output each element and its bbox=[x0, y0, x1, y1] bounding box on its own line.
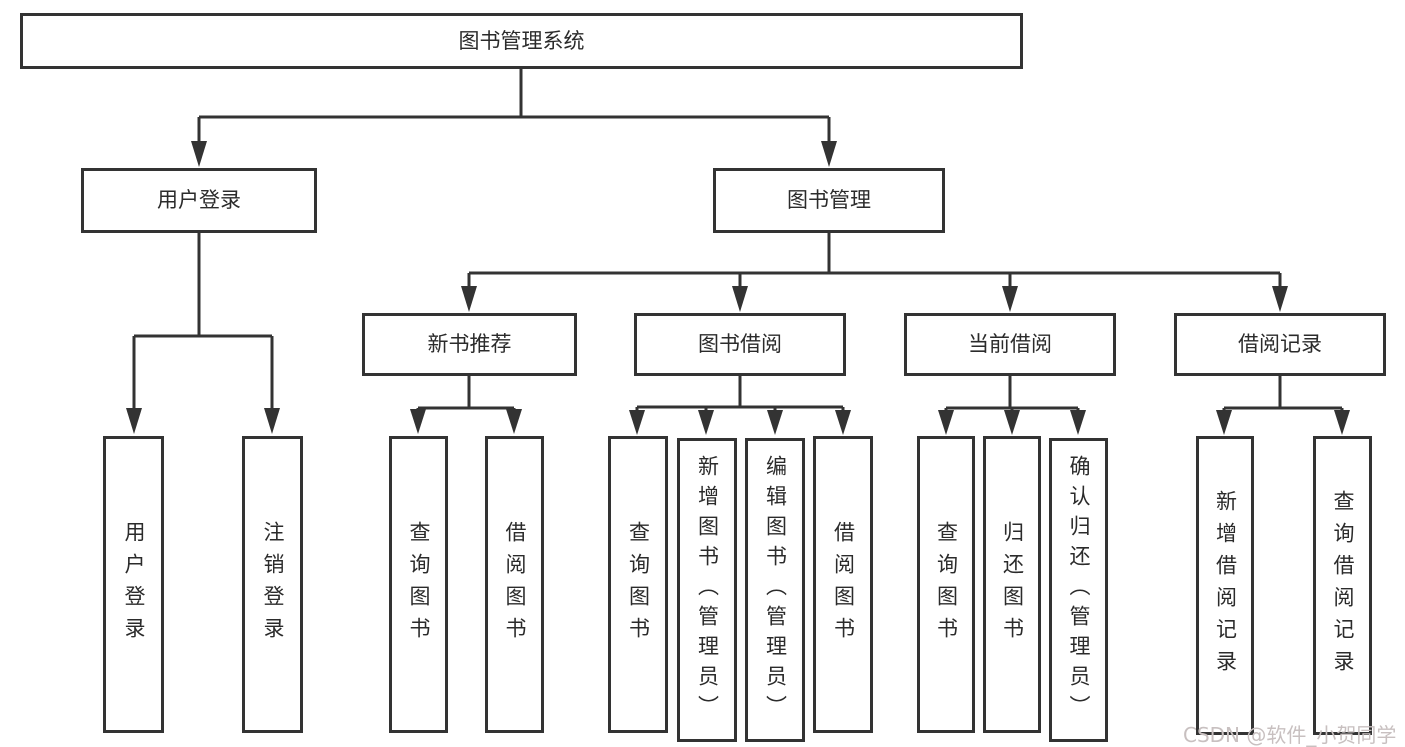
node-library-management-system: 图书管理系统 bbox=[20, 13, 1023, 69]
leaf-borrow-books: 借阅图书 bbox=[485, 436, 544, 733]
node-new-book-recommend: 新书推荐 bbox=[362, 313, 577, 376]
node-user-login: 用户登录 bbox=[81, 168, 317, 233]
arrowhead-icons bbox=[126, 141, 1350, 435]
leaf-confirm-return-admin: 确认归还（管理员） bbox=[1049, 438, 1108, 742]
leaf-return-books: 归还图书 bbox=[983, 436, 1041, 733]
leaf-query-books: 查询图书 bbox=[389, 436, 448, 733]
leaf-query-borrow-record: 查询借阅记录 bbox=[1313, 436, 1372, 735]
leaf-edit-books-admin: 编辑图书（管理员） bbox=[745, 438, 805, 742]
node-current-borrowing: 当前借阅 bbox=[904, 313, 1116, 376]
leaf-add-borrow-record: 新增借阅记录 bbox=[1196, 436, 1254, 735]
leaf-add-books-admin: 新增图书（管理员） bbox=[677, 438, 737, 742]
leaf-borrow-books: 借阅图书 bbox=[813, 436, 873, 733]
node-borrowing-records: 借阅记录 bbox=[1174, 313, 1386, 376]
leaf-query-books: 查询图书 bbox=[917, 436, 975, 733]
leaf-query-books: 查询图书 bbox=[608, 436, 668, 733]
leaf-logout: 注销登录 bbox=[242, 436, 303, 733]
node-book-borrowing: 图书借阅 bbox=[634, 313, 846, 376]
node-book-management: 图书管理 bbox=[713, 168, 945, 233]
leaf-user-login: 用户登录 bbox=[103, 436, 164, 733]
csdn-watermark: CSDN @软件_小贺同学 bbox=[1183, 723, 1397, 747]
